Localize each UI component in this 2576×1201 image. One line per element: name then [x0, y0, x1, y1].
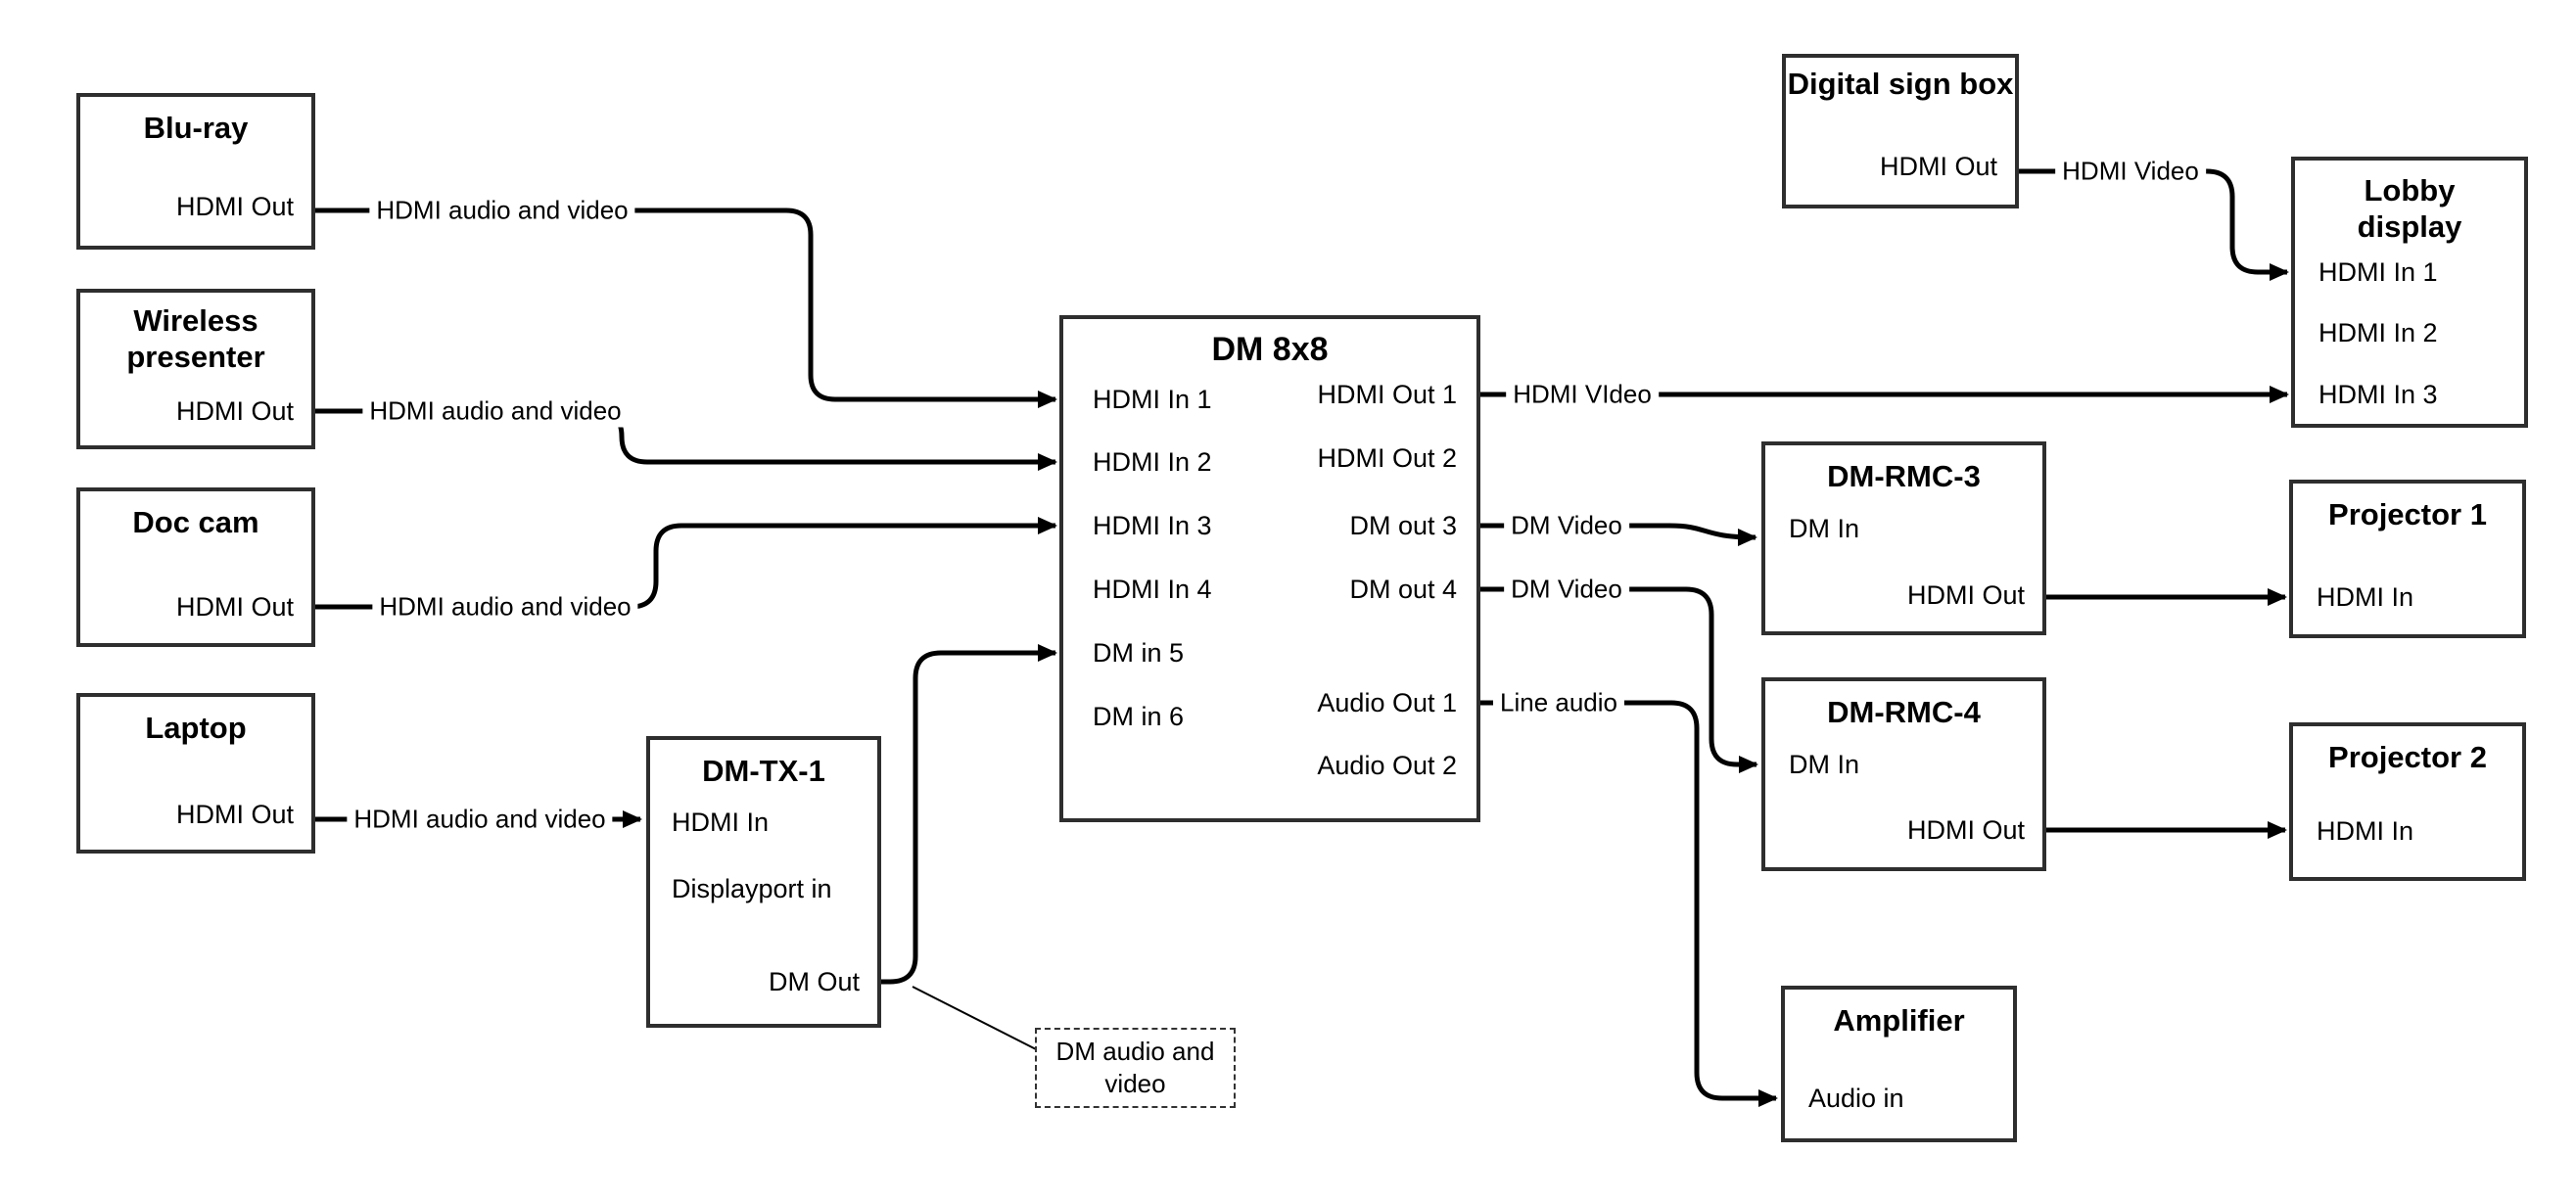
port-hdmi-out: HDMI Out	[175, 396, 294, 426]
port-hdmi-out: HDMI Out	[1879, 152, 1997, 181]
dm-callout-text: DM audio and video	[1055, 1037, 1215, 1098]
port-dm-in: DM In	[1789, 514, 1860, 543]
callout-leader-line	[912, 986, 1041, 1052]
port-hdmi-in: HDMI In	[2317, 582, 2414, 612]
node-title: Projector 2	[2328, 740, 2487, 774]
dm-callout-box: DM audio and video	[1035, 1028, 1236, 1108]
wire-label-line-audio: Line audio	[1493, 686, 1624, 719]
node-title: Blu-ray	[143, 111, 249, 145]
port-dm-out-4: DM out 4	[1349, 575, 1457, 604]
port-dm-in-6: DM in 6	[1093, 702, 1185, 731]
wire-label-hdmi-video-out1: HDMI VIdeo	[1506, 378, 1659, 411]
wire-bluray-to-dm8x8-in1	[315, 208, 1057, 408]
wire-doccam-to-dm8x8-in3	[315, 517, 1057, 610]
node-lobby-display: Lobby display HDMI In 1 HDMI In 2 HDMI I…	[2291, 157, 2528, 428]
port-hdmi-out: HDMI Out	[1906, 580, 2025, 610]
port-dm-in-5: DM in 5	[1093, 638, 1185, 668]
port-hdmi-in-3: HDMI In 3	[2318, 380, 2438, 409]
node-projector-2: Projector 2 HDMI In	[2289, 722, 2526, 881]
node-laptop: Laptop HDMI Out	[76, 693, 315, 854]
node-title: Laptop	[145, 711, 247, 745]
port-audio-out-2: Audio Out 2	[1317, 751, 1457, 780]
node-dm-tx-1: DM-TX-1 HDMI In Displayport in DM Out	[646, 736, 881, 1028]
port-hdmi-in: HDMI In	[672, 808, 770, 837]
port-dm-out: DM Out	[768, 967, 860, 996]
node-title: DM 8x8	[1211, 331, 1329, 368]
port-hdmi-in-4: HDMI In 4	[1093, 575, 1212, 604]
node-doc-cam: Doc cam HDMI Out	[76, 487, 315, 647]
wire-label-bluray: HDMI audio and video	[369, 194, 635, 227]
node-title: Projector 1	[2328, 497, 2487, 531]
port-hdmi-out: HDMI Out	[1906, 815, 2025, 845]
node-title: DM-TX-1	[702, 754, 825, 788]
wire-dm8x8-out4-to-rmc4	[1480, 586, 1758, 773]
node-digital-sign-box: Digital sign box HDMI Out	[1782, 54, 2019, 208]
port-hdmi-out-1: HDMI Out 1	[1317, 380, 1457, 409]
port-hdmi-out-2: HDMI Out 2	[1317, 443, 1457, 473]
node-projector-1: Projector 1 HDMI In	[2289, 480, 2526, 638]
node-title: Doc cam	[132, 505, 259, 539]
port-dm-out-3: DM out 3	[1349, 511, 1457, 540]
port-hdmi-out: HDMI Out	[175, 192, 294, 221]
node-blu-ray: Blu-ray HDMI Out	[76, 93, 315, 250]
port-hdmi-out: HDMI Out	[175, 800, 294, 829]
wire-dm8x8-audio1-to-amplifier	[1480, 700, 1778, 1107]
node-title: Digital sign box	[1787, 67, 2014, 101]
wire-dm8x8-out3-to-rmc3	[1480, 523, 1757, 546]
wire-label-dm-video-4: DM Video	[1504, 573, 1629, 606]
port-displayport-in: Displayport in	[672, 874, 832, 903]
port-audio-out-1: Audio Out 1	[1317, 688, 1457, 717]
port-hdmi-out: HDMI Out	[175, 592, 294, 622]
port-hdmi-in-1: HDMI In 1	[2318, 257, 2438, 287]
port-hdmi-in-2: HDMI In 2	[2318, 318, 2438, 347]
wire-digitalsign-to-lobby-in1	[2019, 168, 2289, 281]
node-dm-rmc-3: DM-RMC-3 DM In HDMI Out	[1761, 441, 2046, 635]
port-hdmi-in-1: HDMI In 1	[1093, 385, 1212, 414]
node-dm-8x8: DM 8x8 HDMI In 1 HDMI In 2 HDMI In 3 HDM…	[1059, 315, 1480, 822]
node-amplifier: Amplifier Audio in	[1781, 986, 2017, 1142]
node-title: DM-RMC-3	[1827, 459, 1981, 493]
port-hdmi-in-2: HDMI In 2	[1093, 447, 1212, 477]
port-hdmi-in-3: HDMI In 3	[1093, 511, 1212, 540]
node-dm-rmc-4: DM-RMC-4 DM In HDMI Out	[1761, 677, 2046, 871]
node-title: DM-RMC-4	[1827, 695, 1981, 729]
node-title: Wireless presenter	[126, 303, 265, 374]
node-wireless-presenter: Wireless presenter HDMI Out	[76, 289, 315, 449]
wire-label-doccam: HDMI audio and video	[372, 590, 638, 624]
node-title: Lobby display	[2357, 173, 2462, 244]
port-dm-in: DM In	[1789, 750, 1860, 779]
wire-label-dm-video-3: DM Video	[1504, 509, 1629, 542]
wire-label-hdmi-video-sign: HDMI Video	[2055, 155, 2206, 188]
wire-dmtx1-to-dm8x8-in5	[881, 644, 1057, 985]
node-title: Amplifier	[1833, 1003, 1965, 1038]
port-hdmi-in: HDMI In	[2317, 816, 2414, 846]
port-audio-in: Audio in	[1808, 1084, 1904, 1113]
wire-label-laptop: HDMI audio and video	[347, 803, 613, 836]
wire-label-wireless: HDMI audio and video	[362, 394, 629, 428]
